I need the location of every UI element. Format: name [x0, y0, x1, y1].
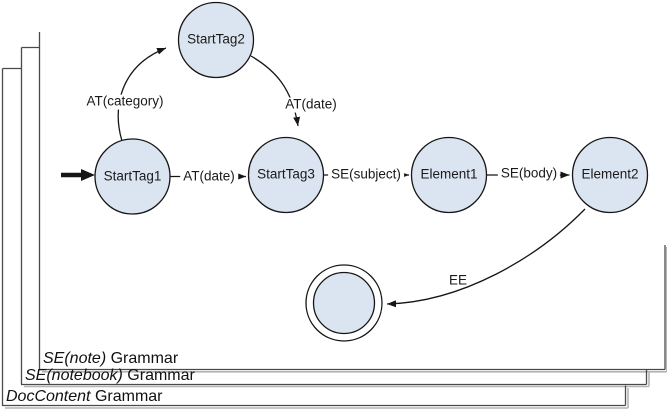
sheet-label-doccontent-suffix: Grammar [90, 387, 163, 405]
state-label-element1: Element1 [420, 166, 478, 182]
sheet-note [38, 32, 666, 371]
transition-label-ee: EE [448, 272, 468, 288]
transition-starttag2-starttag3 [250, 55, 301, 127]
state-circle-starttag1 [94, 138, 171, 215]
sheet-doccontent [1, 67, 627, 407]
sheet-label-doccontent-name: DocContent [6, 387, 91, 405]
state-label-starttag3: StartTag3 [257, 166, 315, 182]
transition-starttag1-starttag2 [117, 47, 167, 142]
initial-state-arrow [61, 169, 95, 181]
initial-arrow-head [81, 169, 95, 181]
transition-element2-final [386, 208, 586, 308]
final-state-inner-circle [312, 271, 376, 335]
transition-label-at-category: AT(category) [83, 94, 167, 110]
transition-label-at-date-top: AT(date) [282, 97, 340, 113]
sheet-label-se-notebook-name: SE(notebook) [25, 366, 123, 384]
state-label-starttag2: StartTag2 [187, 31, 245, 47]
transition-label-se-body: SE(body) [497, 166, 561, 182]
states [94, 1, 649, 342]
sheet-label-se-notebook: SE(notebook) Grammar [25, 367, 195, 384]
state-label-starttag1: StartTag1 [103, 168, 162, 184]
state-circle-starttag2 [177, 1, 255, 79]
transition-label-se-subject: SE(subject) [328, 167, 404, 183]
sheet-label-doccontent: DocContent Grammar [6, 388, 163, 405]
sheet-label-se-note: SE(note) Grammar [43, 350, 178, 367]
state-circle-starttag3 [247, 136, 325, 214]
transition-label-at-date-mid: AT(date) [180, 168, 238, 184]
sheet-label-se-note-suffix: Grammar [106, 350, 179, 367]
state-circle-element2 [571, 136, 649, 214]
sheet-label-se-note-name: SE(note) [43, 350, 107, 367]
state-label-element2: Element2 [581, 166, 639, 182]
sheet-notebook [20, 46, 648, 386]
sheet-label-se-notebook-suffix: Grammar [122, 366, 195, 384]
state-circle-element1 [410, 136, 488, 214]
